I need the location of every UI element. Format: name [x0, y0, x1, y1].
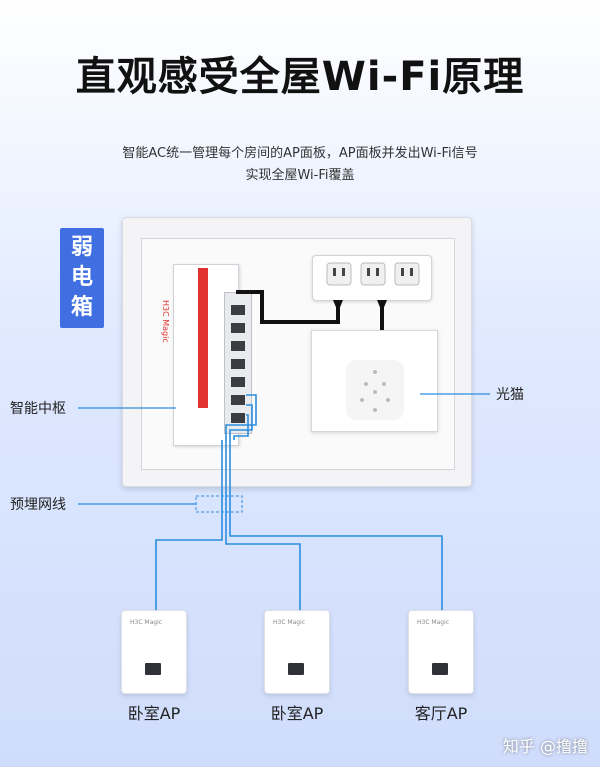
switch-port	[231, 413, 245, 423]
subtitle-line-2: 实现全屋Wi-Fi覆盖	[245, 168, 355, 183]
cable-highlight-box	[195, 495, 243, 513]
ap-label-bedroom-2: 卧室AP	[270, 704, 324, 723]
ap-panel-living-room: H3C Magic	[408, 610, 474, 694]
modem-vent-dots	[360, 370, 390, 412]
socket-outlet-icon	[326, 262, 420, 286]
ap-brand: H3C Magic	[273, 619, 306, 626]
label-char-3: 箱	[70, 295, 93, 320]
ethernet-port-icon	[432, 663, 448, 675]
label-char-1: 弱	[70, 235, 93, 260]
network-switch	[224, 292, 252, 434]
modem-annotation: 光猫	[496, 387, 524, 403]
hub-red-stripe	[198, 268, 208, 408]
plug-icon	[377, 300, 387, 312]
ap-label-living-room: 客厅AP	[414, 704, 468, 723]
switch-port	[231, 341, 245, 351]
page-subtitle: 智能AC统一管理每个房间的AP面板，AP面板并发出Wi-Fi信号 实现全屋Wi-…	[0, 143, 600, 187]
ethernet-port-icon	[145, 663, 161, 675]
switch-port	[231, 359, 245, 369]
switch-port	[231, 305, 245, 315]
hub-annotation: 智能中枢	[10, 401, 66, 417]
page-title: 直观感受全屋Wi-Fi原理	[75, 54, 525, 100]
switch-port	[231, 377, 245, 387]
plug-icon	[333, 300, 343, 312]
subtitle-line-1: 智能AC统一管理每个房间的AP面板，AP面板并发出Wi-Fi信号	[122, 146, 478, 161]
ap-label-bedroom-1: 卧室AP	[127, 704, 181, 723]
ap-brand: H3C Magic	[417, 619, 450, 626]
label-char-2: 电	[70, 265, 93, 290]
zhihu-watermark: 知乎 @撸撸	[502, 737, 588, 756]
ap-brand: H3C Magic	[130, 619, 163, 626]
switch-port	[231, 323, 245, 333]
cable-annotation: 预埋网线	[10, 497, 66, 513]
ap-panel-bedroom-2: H3C Magic	[264, 610, 330, 694]
ap-panel-bedroom-1: H3C Magic	[121, 610, 187, 694]
weak-current-box-label: 弱 电 箱	[60, 228, 104, 328]
power-cable	[236, 290, 340, 324]
ethernet-port-icon	[288, 663, 304, 675]
switch-port	[231, 395, 245, 405]
network-cables	[155, 394, 443, 612]
